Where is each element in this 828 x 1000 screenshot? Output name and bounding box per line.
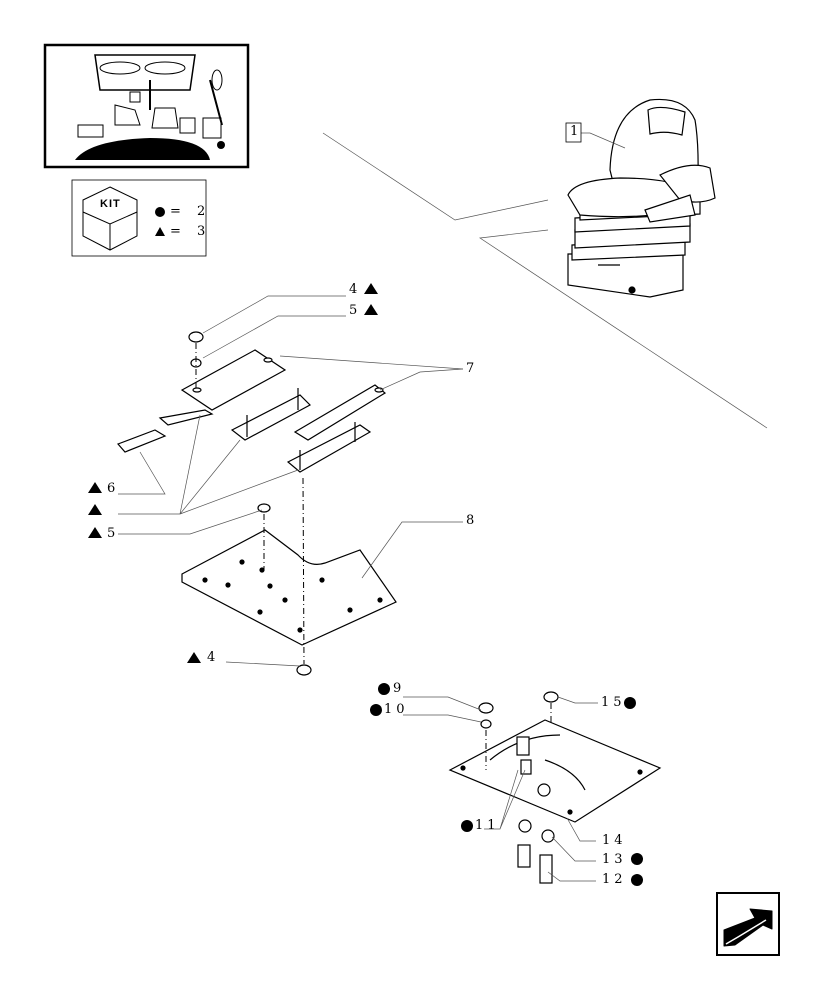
callout-5-top: 5 — [349, 303, 362, 318]
legend-triangle-icon — [155, 227, 165, 236]
circle-icon — [461, 820, 473, 832]
triangle-icon — [364, 283, 378, 294]
circle-icon — [624, 697, 636, 709]
legend-triangle-qty: = 3 — [170, 224, 212, 239]
callout-11: 11 — [475, 818, 500, 833]
fasteners — [188, 331, 559, 729]
callout-14: 14 — [602, 833, 627, 848]
leader-lines — [118, 132, 626, 882]
operator-seat — [567, 98, 716, 298]
tractor-cab-thumbnail — [43, 43, 250, 169]
kit-legend — [71, 179, 207, 257]
kit-label: KIT — [100, 198, 121, 210]
callout-4-bottom: 4 — [207, 650, 220, 665]
triangle-icon — [187, 652, 201, 663]
callout-15: 15 — [601, 695, 626, 710]
callout-symbols — [88, 283, 643, 886]
callout-6: 6 — [107, 481, 120, 496]
plate-bracket-part-7 — [116, 349, 387, 473]
circle-icon — [370, 704, 382, 716]
callout-9: 9 — [393, 681, 406, 696]
circle-icon — [631, 874, 643, 886]
swivel-plate — [448, 719, 662, 884]
callout-12: 12 — [602, 872, 627, 887]
triangle-icon — [88, 482, 102, 493]
item-1-box — [565, 122, 582, 143]
reference-lines — [322, 132, 768, 429]
callout-4-top: 4 — [349, 282, 362, 297]
callout-8: 8 — [466, 513, 479, 528]
callout-10: 10 — [384, 702, 409, 717]
callout-13: 13 — [602, 852, 627, 867]
legend-circle-icon — [155, 207, 165, 217]
mounting-plate-part-8 — [181, 529, 397, 646]
triangle-icon — [88, 504, 102, 515]
callout-1: 1 — [570, 124, 583, 139]
legend-circle-qty: = 2 — [170, 204, 212, 219]
callout-7: 7 — [466, 361, 479, 376]
circle-icon — [378, 683, 390, 695]
assembly-axes — [195, 343, 552, 770]
callout-5-left: 5 — [107, 526, 120, 541]
triangle-icon — [88, 527, 102, 538]
circle-icon — [631, 853, 643, 865]
triangle-icon — [364, 304, 378, 315]
next-page-arrow-icon[interactable] — [716, 892, 780, 956]
